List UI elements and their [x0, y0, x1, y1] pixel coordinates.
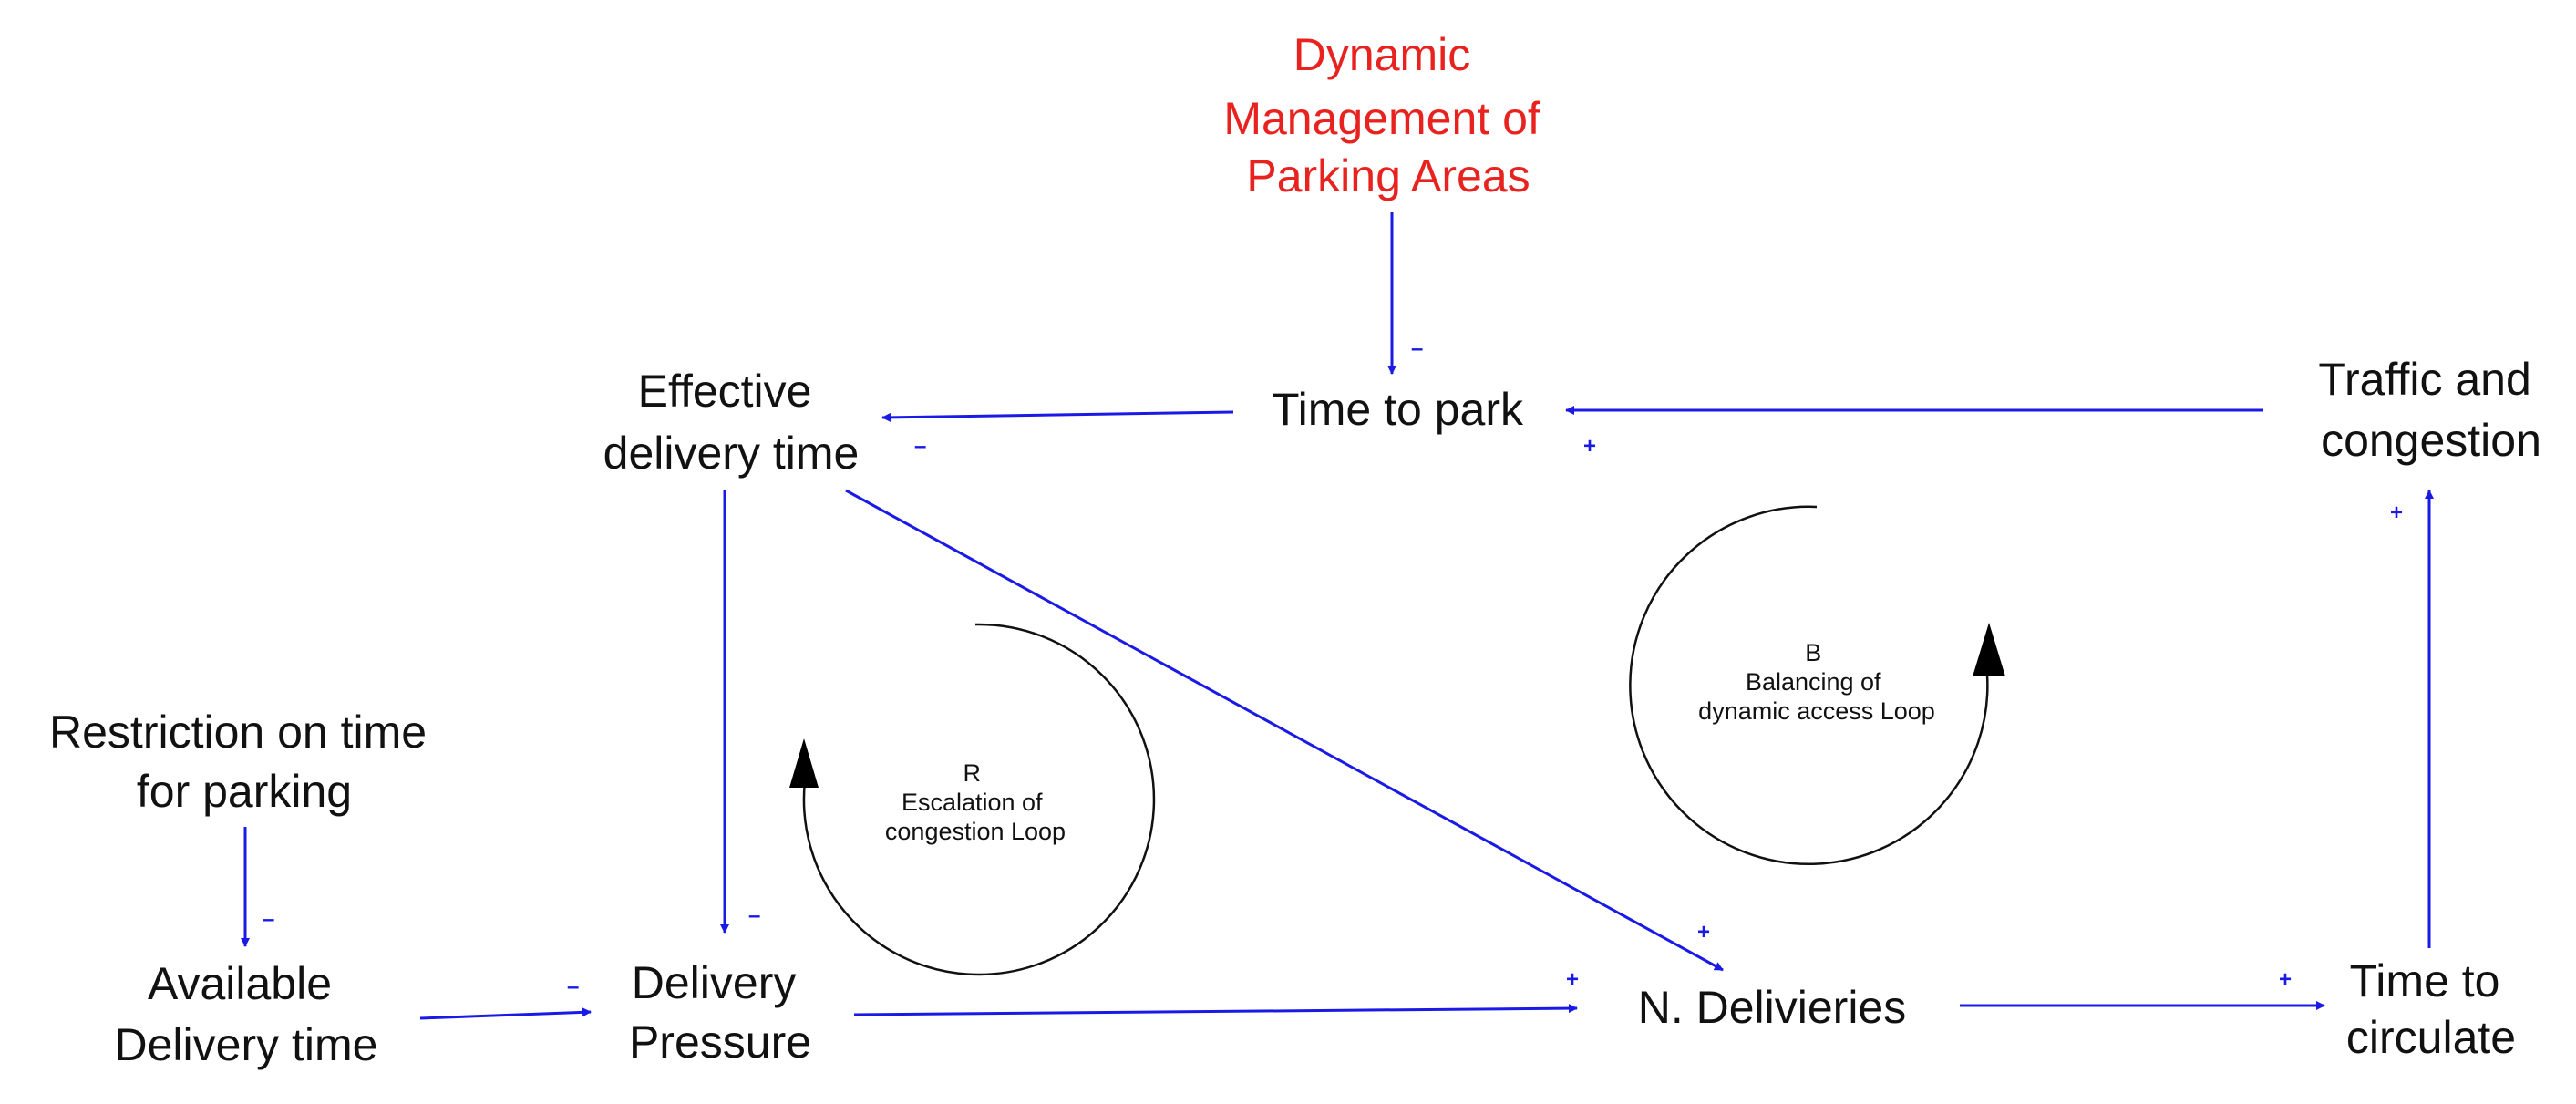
polarity-sign: – [914, 434, 926, 459]
polarity-sign: – [263, 907, 274, 932]
node-traffic-congestion[interactable]: Traffic and congestion [2318, 354, 2543, 466]
edge-available-delivery-time-to-delivery-pressure[interactable] [419, 1007, 592, 1020]
polarity-sign: – [1411, 336, 1423, 361]
node-time-to-circulate[interactable]: Time to circulate [2346, 955, 2516, 1063]
loop-balancing: B Balancing of dynamic access Loop [1629, 505, 2005, 865]
node-n-deliveries[interactable]: N. Delivieries [1638, 982, 1907, 1033]
polarity-sign: + [1697, 920, 1710, 944]
node-available-delivery-time[interactable]: Available Delivery time [115, 958, 378, 1070]
loop-arrowhead-reinforcing [789, 738, 819, 788]
polarity-sign: – [748, 903, 760, 928]
loop-label-balancing: B Balancing of dynamic access Loop [1698, 639, 1935, 725]
nodes: Dynamic Management of Parking Areas Time… [49, 29, 2543, 1070]
polarity-sign: + [2390, 500, 2403, 525]
edge-effective-delivery-time-to-n-deliveries[interactable] [845, 489, 1724, 972]
edges [241, 212, 2434, 1020]
polarity-sign: + [1583, 434, 1596, 459]
node-effective-delivery-time[interactable]: Effective delivery time [603, 366, 860, 479]
loop-label-reinforcing: R Escalation of congestion Loop [885, 759, 1066, 845]
edge-time-to-park-to-effective-delivery-time[interactable] [881, 410, 1234, 422]
polarity-signs: – – + – + – – + + + [263, 336, 2403, 999]
node-time-to-park[interactable]: Time to park [1272, 384, 1524, 435]
loop-arrowhead-balancing [1973, 623, 2005, 676]
node-delivery-pressure[interactable]: Delivery Pressure [629, 957, 811, 1068]
loop-arc-reinforcing [802, 623, 1156, 976]
loop-reinforcing: R Escalation of congestion Loop [789, 623, 1156, 976]
polarity-sign: – [567, 975, 579, 999]
loop-arc-balancing [1629, 505, 1989, 865]
node-restriction-parking[interactable]: Restriction on time for parking [49, 707, 439, 817]
node-dynamic-management[interactable]: Dynamic Management of Parking Areas [1223, 29, 1552, 201]
polarity-sign: + [2279, 967, 2292, 992]
polarity-sign: + [1566, 967, 1579, 992]
edge-delivery-pressure-to-n-deliveries[interactable] [853, 1004, 1578, 1016]
